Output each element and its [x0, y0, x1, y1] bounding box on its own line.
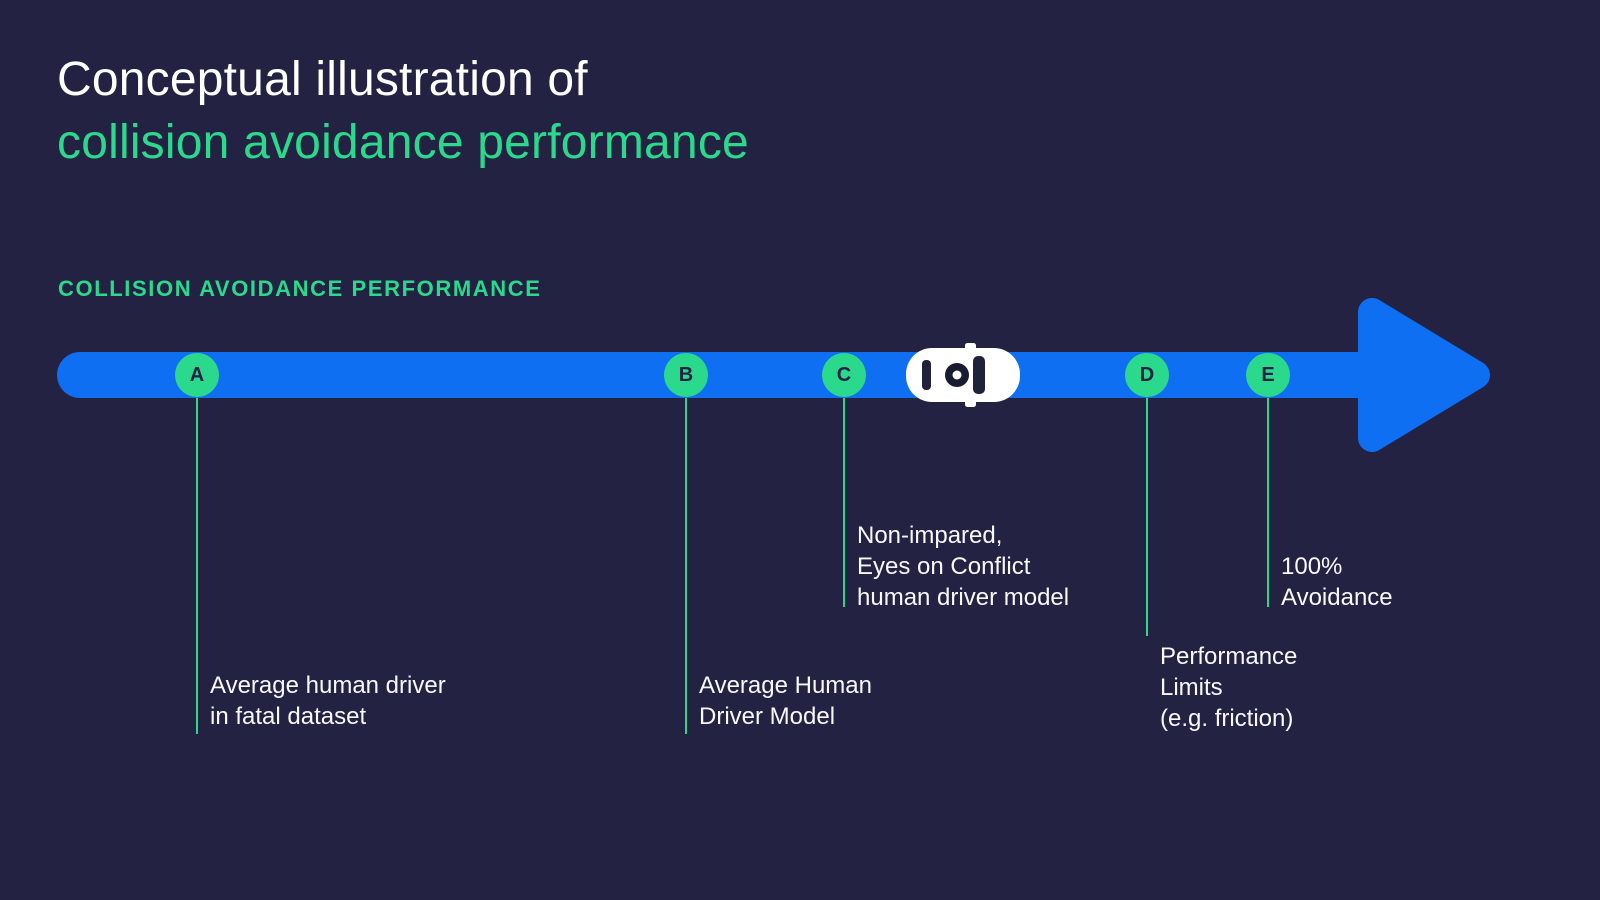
- marker-label-line: Average Human: [699, 672, 872, 699]
- title-line-2: collision avoidance performance: [57, 116, 749, 169]
- marker-label-line: in fatal dataset: [210, 703, 367, 730]
- car-icon: [906, 343, 1020, 407]
- marker-label-line: Driver Model: [699, 703, 836, 730]
- marker-label-line: Eyes on Conflict: [857, 553, 1031, 580]
- marker-label-line: Non-impared,: [857, 522, 1003, 549]
- marker-label-line: Performance: [1160, 643, 1298, 670]
- marker-line-d: [1146, 398, 1148, 636]
- marker-line-c: [843, 398, 845, 607]
- marker-label-line: Average human driver: [210, 672, 446, 699]
- arrow-head-icon: [1358, 298, 1490, 452]
- page-title: Conceptual illustration of collision avo…: [57, 48, 749, 174]
- title-line-1: Conceptual illustration of: [57, 53, 588, 106]
- marker-label-line: Avoidance: [1281, 584, 1393, 611]
- marker-circle-c: C: [822, 353, 866, 397]
- marker-circle-a: A: [175, 353, 219, 397]
- axis-label: COLLISION AVOIDANCE PERFORMANCE: [58, 276, 542, 301]
- marker-label-line: (e.g. friction): [1160, 705, 1294, 732]
- marker-circle-b: B: [664, 353, 708, 397]
- marker-label-a: Average human driver in fatal dataset: [210, 670, 446, 732]
- marker-label-line: 100%: [1281, 553, 1343, 580]
- marker-label-line: Limits: [1160, 674, 1223, 701]
- marker-line-e: [1267, 398, 1269, 607]
- marker-circle-d: D: [1125, 353, 1169, 397]
- marker-label-c: Non-impared, Eyes on Conflict human driver…: [857, 520, 1069, 613]
- marker-circle-e: E: [1246, 353, 1290, 397]
- marker-line-b: [685, 398, 687, 734]
- marker-line-a: [196, 398, 198, 734]
- marker-label-e: 100% Avoidance: [1281, 551, 1393, 613]
- marker-label-line: human driver model: [857, 584, 1070, 611]
